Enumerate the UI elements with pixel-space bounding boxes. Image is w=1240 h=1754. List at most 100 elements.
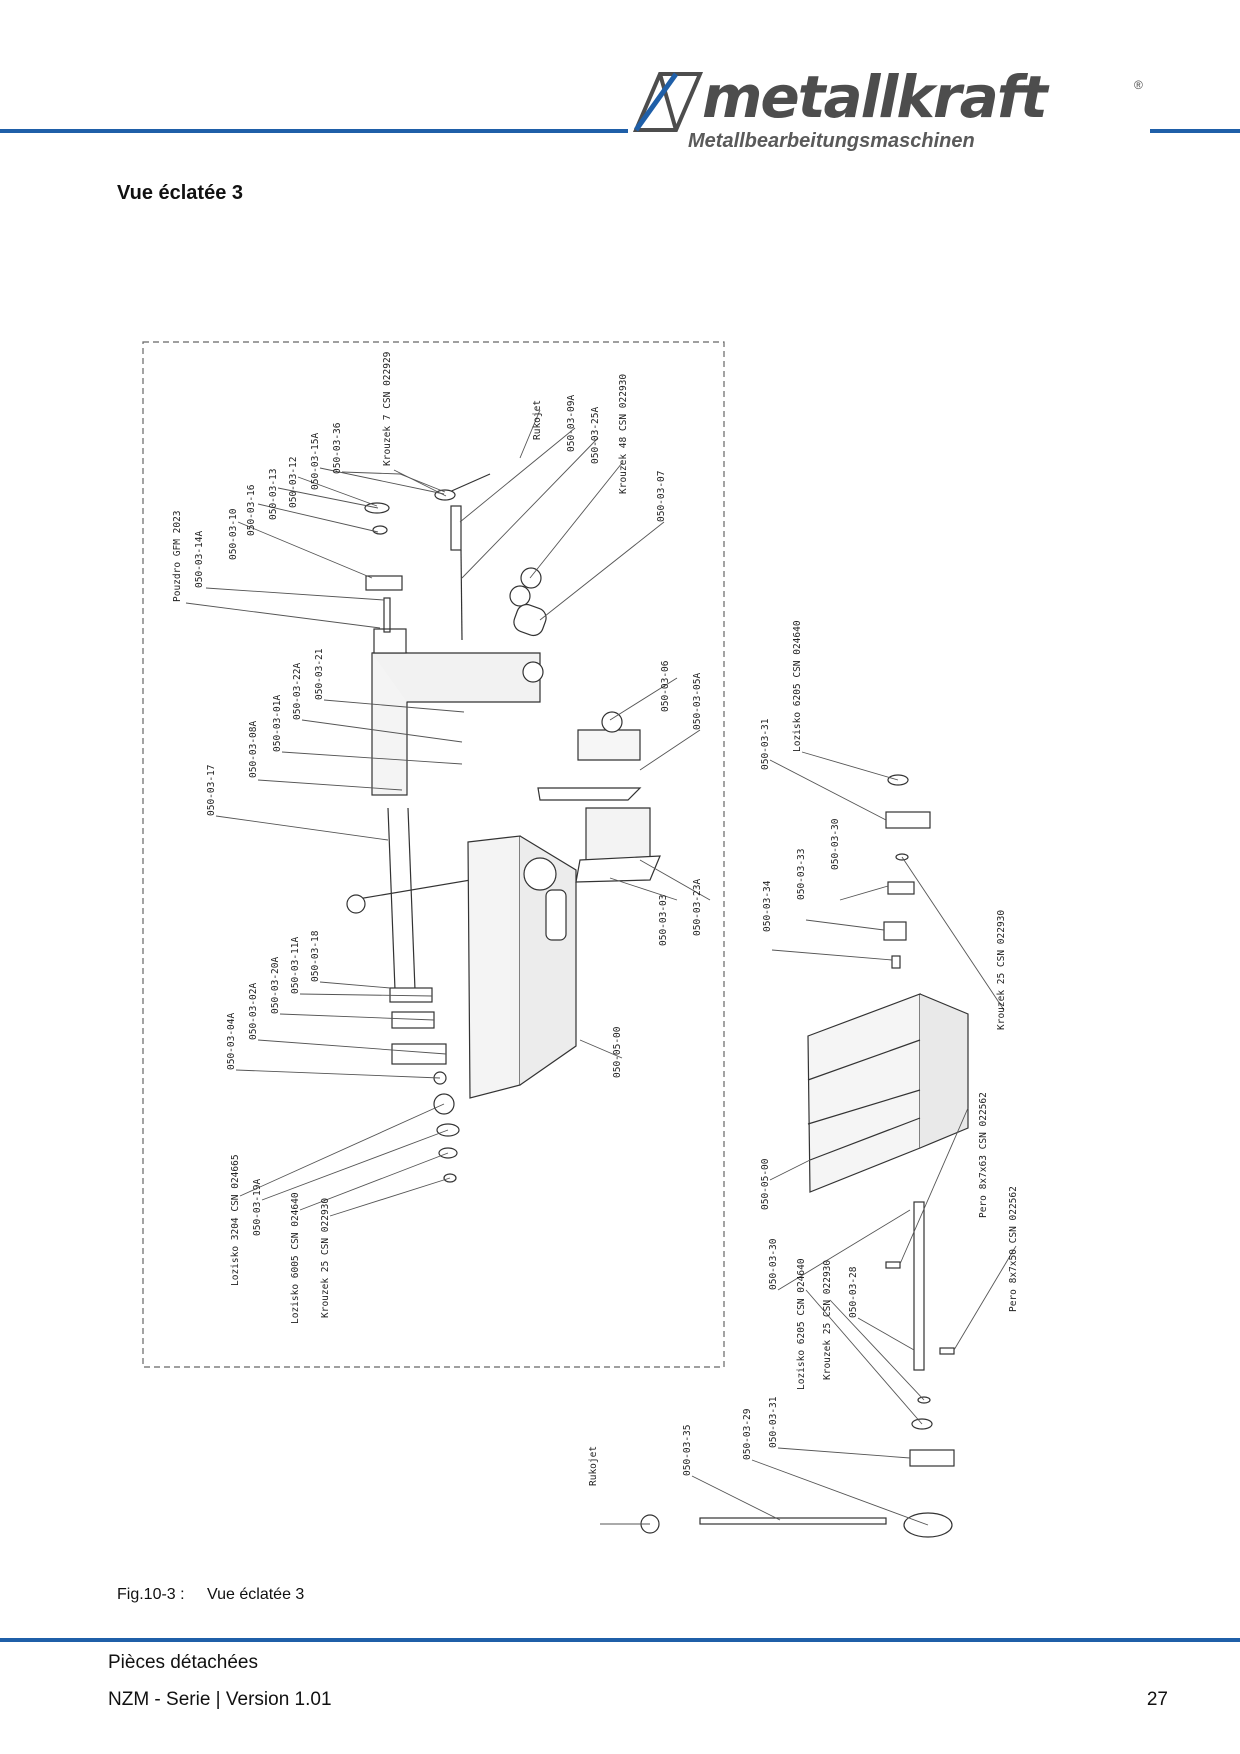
label-lozisko6205-lower: Lozisko 6205 CSN 024640 [796,1258,807,1390]
label-08A: 050-03-08A [248,721,259,778]
part-14A [383,597,391,633]
header-rule-left [0,129,628,133]
label-18: 050-03-18 [310,930,321,982]
label-20A: 050-03-20A [270,957,281,1014]
label-34: 050-03-34 [762,880,773,932]
header-rule-right [1150,129,1240,133]
part-31-top [885,811,931,829]
main-table [467,835,521,1099]
label-22A: 050-03-22A [292,663,303,720]
label-25A: 050-03-25A [590,407,601,464]
part-33 [887,881,915,895]
bracket-06 [577,729,641,761]
key-right [891,955,901,969]
label-krouzek25-right: Krouzek 25 CSN 022930 [996,910,1007,1030]
label-lozisko6205-top: Lozisko 6205 CSN 024640 [792,620,803,752]
label-10: 050-03-10 [228,508,239,560]
label-rukojet-top: Rukojet [532,400,543,440]
ring-07a [520,567,542,589]
label-30-lower: 050-03-30 [768,1238,779,1290]
figure-number: Fig.10-3 : [117,1586,185,1603]
ring-25-lower [917,1396,931,1404]
label-lozisko6005: Lozisko 6005 CSN 024640 [290,1192,301,1324]
label-050-05-00-right: 050-05-00 [760,1158,771,1210]
label-17: 050-03-17 [206,765,217,816]
label-19A: 050-03-19A [252,1179,263,1236]
label-050-05-00: 050-05-00 [612,1026,623,1078]
plate-23A [575,855,661,883]
footer-product-version: NZM - Serie | Version 1.01 [108,1689,332,1710]
label-29: 050-03-29 [742,1408,753,1460]
brand-tagline: Metallbearbeitungsmaschinen [688,130,975,152]
logo-emblem-icon [632,72,704,132]
key-8x7x63 [885,1261,901,1269]
registered-mark: ® [1134,78,1143,92]
page-number: 27 [1146,1689,1168,1710]
label-30-top: 050-03-30 [830,818,841,870]
section-title: Vue éclatée 3 [117,182,244,204]
label-krouzek25-lower: Krouzek 25 CSN 022930 [822,1260,833,1380]
label-35: 050-03-35 [682,1425,693,1476]
label-15A: 050-03-15A [310,433,321,490]
part-18 [389,987,433,1003]
sleeve-07 [513,603,547,637]
part-02A [391,1043,447,1065]
label-pouzdro: Pouzdro GFM 2023 [172,510,183,602]
label-36: 050-03-36 [332,422,343,474]
footer-rule [0,1638,1240,1642]
label-01A: 050-03-01A [272,695,283,752]
label-28: 050-03-28 [848,1266,859,1318]
label-krouzek48: Krouzek 48 CSN 022930 [618,374,629,494]
label-lozisko3204: Lozisko 3204 CSN 024665 [230,1154,241,1286]
label-03: 050-03-03 [658,895,669,946]
pin-09A [450,505,462,551]
label-11A: 050-03-11A [290,937,301,994]
label-31-lower: 050-03-31 [768,1396,779,1448]
rod-25A [460,549,463,641]
lever-knob [346,894,366,914]
label-14A: 050-03-14A [194,531,205,588]
plate-05A [537,787,642,801]
part-31-lower [909,1449,955,1467]
label-pero63: Pero 8x7x63 CSN 022562 [978,1092,989,1218]
assembly-boundary [142,341,725,1368]
rod-35 [699,1517,887,1525]
table-handle [545,889,567,941]
label-07: 050-03-07 [656,471,667,522]
right-table-body [919,993,969,1149]
ring-25-left [443,1173,457,1183]
label-33: 050-03-33 [796,849,807,900]
figure-caption: Fig.10-3 : Vue éclatée 3 [117,1586,304,1604]
part-13 [372,525,388,535]
handle-rod [446,473,491,494]
shaft-28 [913,1201,925,1371]
right-table [807,993,921,1193]
arm-bore [522,661,544,683]
label-21: 050-03-21 [314,648,325,700]
part-34 [883,921,907,941]
label-16: 050-03-16 [246,484,257,536]
label-pero50: Pero 8x7x50 CSN 022562 [1008,1186,1019,1312]
table-pivot [523,857,557,891]
label-krouzek25-left: Krouzek 25 CSN 022930 [320,1198,331,1318]
brand-name: metallkraft [702,63,1048,131]
label-23A: 050-03-23A [692,879,703,936]
guide-rod-b [407,807,416,991]
label-12: 050-03-12 [288,457,299,508]
figure-title: Vue éclatée 3 [207,1586,305,1603]
label-31-top: 050-03-31 [760,718,771,770]
label-krouzek7: Krouzek 7 CSN 022929 [382,351,393,466]
label-rukojet-bottom: Rukojet [588,1446,599,1486]
label-06: 050-03-06 [660,660,671,712]
ring-07b [509,585,531,607]
brand-logo: metallkraft ® Metallbearbeitungsmaschine… [632,62,1152,162]
bracket-06-bore [601,711,623,733]
label-13: 050-03-13 [268,469,279,520]
label-09A: 050-03-09A [566,395,577,452]
key-8x7x50 [939,1347,955,1355]
ring-25-right [895,853,909,861]
label-02A: 050-03-02A [248,983,259,1040]
part-10 [365,575,403,591]
label-05A: 050-03-05A [692,673,703,730]
